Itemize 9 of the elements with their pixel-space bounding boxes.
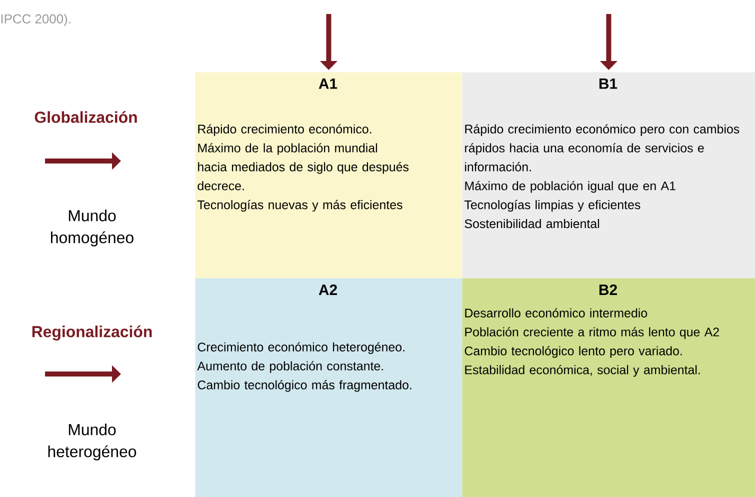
caption-text: IPCC 2000). bbox=[1, 14, 70, 26]
row-heading: Globalización bbox=[34, 111, 137, 123]
scenario-cell: A1 Rápido crecimiento económico. Máximo de la población mundial hacia mediados de siglo que después decrece. Tecnologías nuevas y más eficientes bbox=[195, 72, 462, 278]
scenario-cell: B2 Desarrollo económico intermedio Población creciente a ritmo más lento que A2 Cambio tecnológico lento pero variado. Estabilidad económica, social y ambiental. bbox=[462, 278, 755, 497]
scenario-cell: B1 Rápido crecimiento económico pero con cambios rápidos hacia una economía de servicios e información. Máximo de población igual que en A1 Tecnologías limpias y eficientes Sostenibilidad ambiental bbox=[462, 72, 755, 278]
row-description: Mundo heterogéneo bbox=[48, 424, 136, 460]
scenario-cell: A2 Crecimiento económico heterogéneo. Aumento de población constante. Cambio tecnológico más fragmentado. bbox=[195, 278, 462, 497]
row-heading: Regionalización bbox=[32, 325, 152, 341]
row-description: Mundo homogéneo bbox=[51, 210, 134, 246]
